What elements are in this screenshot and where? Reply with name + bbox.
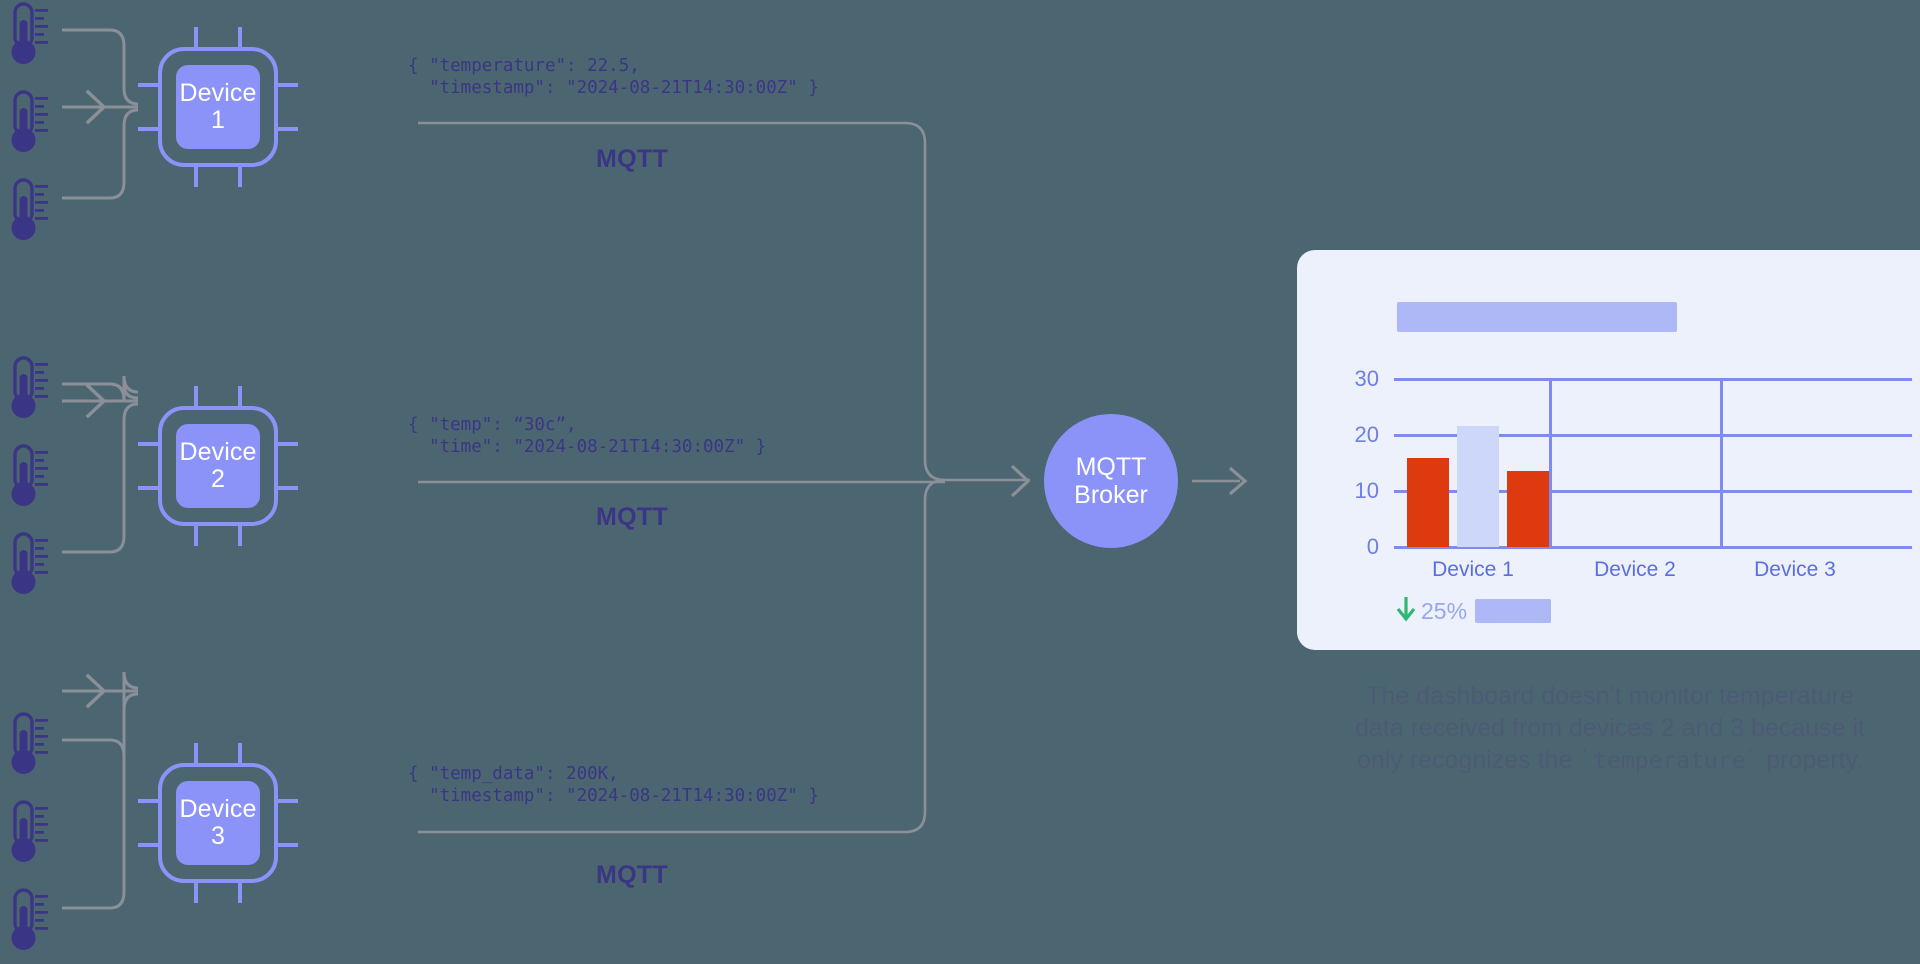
arrow-head [85,89,107,125]
thermometer-icon [9,356,50,420]
device-chip-1[interactable]: Device 1 [138,27,298,187]
caption-line-3: only recognizes the `temperature` proper… [1290,744,1920,777]
broker-line1: MQTT [1075,453,1147,481]
caption-line3-b: property. [1759,746,1864,774]
x-label-device-1: Device 1 [1432,558,1514,581]
broker-to-dashboard-arrow [1192,466,1248,496]
broker-line2: Broker [1074,481,1148,509]
protocol-label-2: MQTT [596,503,669,531]
chip-outline [158,763,278,883]
device-name-line2: 1 [210,106,225,134]
gridline-30 [1394,378,1912,381]
caption-line3-a: only recognizes the [1356,746,1580,774]
x-label-device-3: Device 3 [1754,558,1836,581]
y-tick-20: 20 [1354,422,1379,447]
chip-core-2: Device 2 [176,424,260,508]
brace-line [62,108,139,200]
y-tick-10: 10 [1354,478,1379,503]
arrow-head [1010,464,1031,498]
arrow-head [85,383,107,419]
chip-core-1: Device 1 [176,65,260,149]
thermometer-icon [9,178,50,242]
mqtt-broker-node[interactable]: MQTT Broker [1044,414,1178,548]
category-divider-1 [1549,378,1552,549]
thermometer-icon [9,712,50,776]
payload-line-1: { "temp": “30c”, [408,415,577,435]
mqtt-line-3 [418,478,946,834]
device-to-broker-connectors [418,121,1031,834]
dashboard-title-placeholder [1397,302,1677,332]
brace-line [62,671,139,757]
axis-baseline [1394,546,1912,549]
chip-outline [158,47,278,167]
gridline-20 [1394,434,1912,437]
protocol-label-1: MQTT [596,145,669,173]
arrow-head [85,673,107,709]
caption-line-1: The dashboard doesn’t monitor temperatur… [1366,682,1854,710]
thermometer-icon [9,90,50,154]
payload-line-1: { "temp_data": 200K, [408,764,619,784]
brace-line [62,692,139,910]
delta-bar-placeholder [1475,599,1551,623]
thermometer-icon [9,2,50,66]
delta-percent: 25% [1421,598,1468,624]
device-chip-2[interactable]: Device 2 [138,386,298,546]
payload-line-2: "timestamp": "2024-08-21T14:30:00Z" } [408,78,819,98]
arrow-head [1228,466,1248,496]
device-name-line1: Device [179,795,257,823]
bar-device1-b [1457,426,1499,547]
payload-device-3: { "temp_data": 200K, "timestamp": "2024-… [408,763,819,807]
bar-device1-a [1407,458,1449,547]
device-name-line1: Device [179,79,257,107]
sensor-to-device-connectors [62,28,139,910]
payload-device-2: { "temp": “30c”, "time": "2024-08-21T14:… [408,414,766,458]
gridline-10 [1394,490,1912,493]
chip-core-3: Device 3 [176,781,260,865]
device-chip-3[interactable]: Device 3 [138,743,298,903]
y-tick-0: 0 [1366,534,1379,559]
thermometer-icon [9,444,50,508]
category-divider-2 [1720,378,1723,549]
payload-line-1: { "temperature": 22.5, [408,56,640,76]
brace-line [62,28,139,106]
caption-code-temperature: `temperature` [1579,748,1760,774]
dashboard-panel[interactable]: 30 20 10 0 Device 1 Device 2 Device 3 25… [1297,250,1920,650]
dashboard-caption: The dashboard doesn’t monitor temperatur… [1290,680,1920,777]
trend-down-arrow-icon [1396,597,1416,622]
protocol-label-3: MQTT [596,861,669,889]
chip-outline [158,406,278,526]
thermometer-icon [9,532,50,596]
thermometer-icon [9,800,50,864]
payload-device-1: { "temperature": 22.5, "timestamp": "202… [408,55,819,99]
x-label-device-2: Device 2 [1594,558,1676,581]
payload-line-2: "timestamp": "2024-08-21T14:30:00Z" } [408,786,819,806]
caption-line-2: data received from devices 2 and 3 becau… [1354,714,1866,742]
brace-line [62,402,139,554]
payload-line-2: "time": "2024-08-21T14:30:00Z" } [408,437,767,457]
thermometer-icon [9,888,50,952]
bar-device1-c [1507,471,1549,547]
device-name-line1: Device [179,438,257,466]
mqtt-line-1 [418,121,946,482]
device-name-line2: 2 [210,465,225,493]
device-name-line2: 3 [210,822,225,850]
y-tick-30: 30 [1354,366,1379,391]
